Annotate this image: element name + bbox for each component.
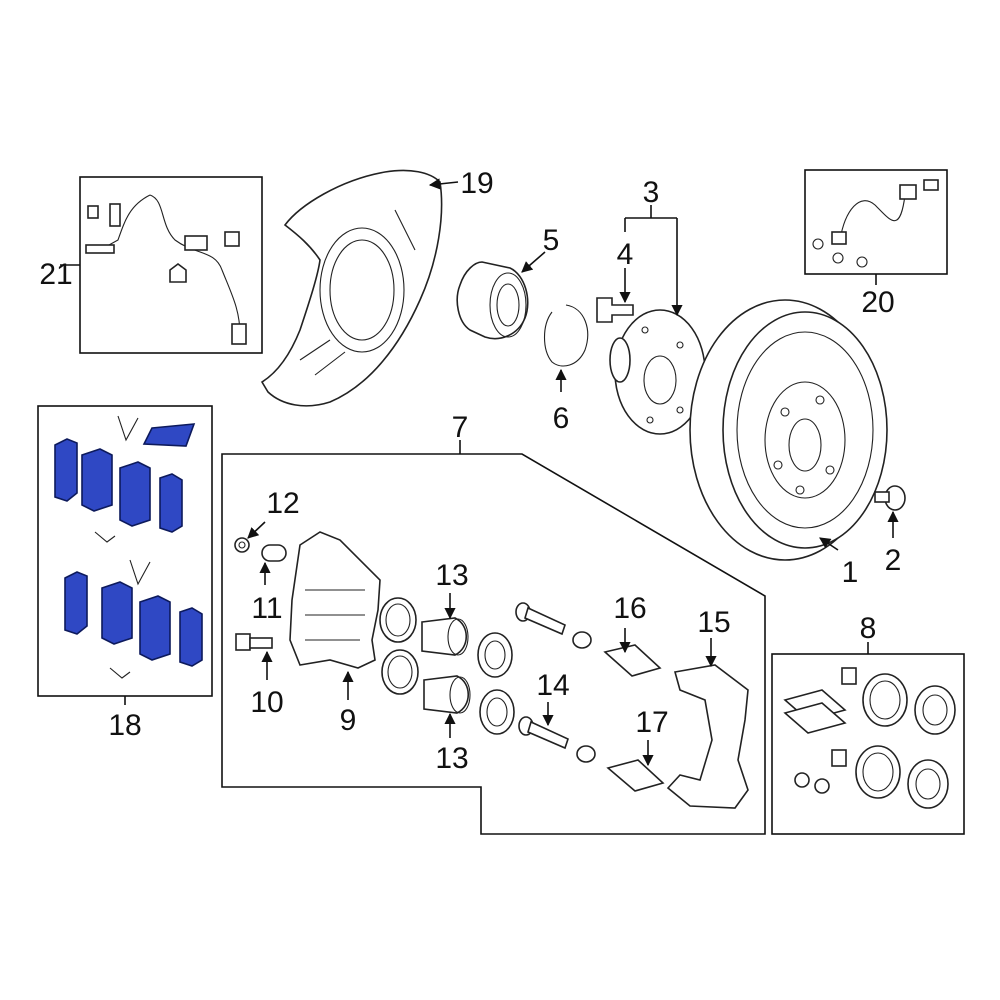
- guide-pins: [515, 602, 596, 763]
- snap-ring: [543, 304, 589, 367]
- brake-rotor: [689, 299, 888, 561]
- bleeder-cap: [234, 537, 250, 553]
- guide-sleeve: [261, 544, 287, 562]
- callout-6: 6: [553, 402, 570, 435]
- callout-labels: 1 2 3 4 5 6 7 8 9 10 11 12 13 13 14 15 1…: [39, 167, 901, 775]
- callout-20: 20: [861, 286, 894, 319]
- callout-9: 9: [340, 704, 357, 737]
- caliper-pistons: [421, 617, 471, 714]
- callout-18: 18: [108, 709, 141, 742]
- leader-lines: [247, 178, 899, 767]
- piston-seals: [379, 597, 419, 695]
- callout-13-upper: 13: [435, 559, 468, 592]
- wheel-hub: [596, 297, 706, 435]
- brake-pad-kit-panel: [37, 405, 213, 697]
- callout-11: 11: [251, 592, 282, 625]
- brake-hose-panel: [804, 169, 948, 275]
- callout-10: 10: [250, 686, 283, 719]
- kit-bleeder: [841, 667, 857, 685]
- rotor-screw: [874, 485, 906, 511]
- overhaul-kit-panel: [771, 653, 965, 835]
- callout-4: 4: [617, 238, 634, 271]
- caliper-bracket: [666, 664, 749, 809]
- callout-2: 2: [885, 544, 902, 577]
- callout-3: 3: [643, 176, 660, 209]
- callout-21: 21: [39, 258, 72, 291]
- brake-pad-set-lower: [64, 531, 203, 679]
- callout-1: 1: [842, 556, 859, 589]
- callout-5: 5: [543, 224, 560, 257]
- callout-7: 7: [452, 411, 469, 444]
- brake-pad-set-upper: [54, 415, 196, 533]
- callout-12: 12: [266, 487, 299, 520]
- pad-clip-upper: [603, 644, 662, 677]
- callout-13-lower: 13: [435, 742, 468, 775]
- abs-sensor-panel: [79, 176, 263, 354]
- caliper-assembly-panel: [221, 453, 766, 835]
- wheel-bearing: [456, 261, 529, 340]
- callout-17: 17: [635, 706, 668, 739]
- callout-16: 16: [613, 592, 646, 625]
- pad-clip-lower: [606, 759, 665, 792]
- piston-boots: [477, 632, 515, 735]
- callout-8: 8: [860, 612, 877, 645]
- caliper-body: [289, 531, 381, 669]
- callout-19: 19: [460, 167, 493, 200]
- dust-shield: [260, 169, 443, 407]
- callout-14: 14: [536, 669, 569, 702]
- caliper-bolt: [235, 633, 273, 651]
- callout-15: 15: [697, 606, 730, 639]
